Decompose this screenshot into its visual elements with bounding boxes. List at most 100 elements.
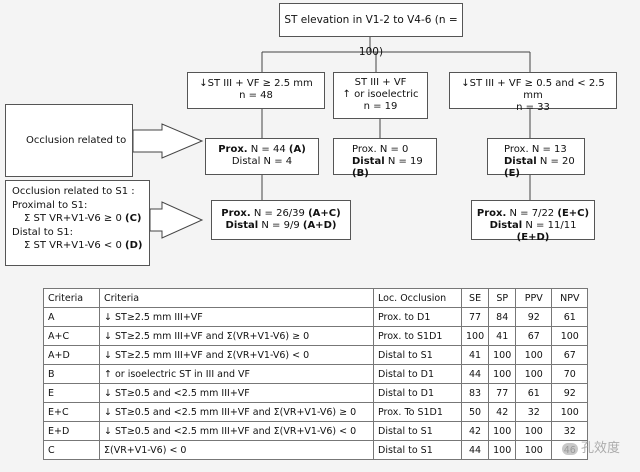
level3-left-distal-code: (A+D)	[302, 220, 337, 231]
level3-right-box: Prox. N = 7/22 (E+C) Distal N = 11/11 (E…	[471, 200, 595, 243]
cell-location: Prox. to S1D1	[373, 326, 462, 346]
level2-middle-distal-label: Distal	[352, 156, 385, 167]
level3-right-distal-value: N = 11/11	[525, 220, 577, 231]
cell-criteria: ↑ or isoelectric ST in III and VF	[99, 364, 374, 384]
table-row: B ↑ or isoelectric ST in III and VF Dist…	[43, 364, 589, 384]
cell-criteria: ↓ ST≥2.5 mm III+VF and Σ(VR+V1-V6) ≥ 0	[99, 326, 374, 346]
level2-middle-distal-value: N = 19	[387, 156, 423, 167]
level2-left-distal-label: Distal	[231, 156, 261, 167]
cell-ppv: 100	[515, 364, 553, 384]
cell-ppv: 100	[515, 421, 553, 441]
cell-code: A	[43, 307, 100, 327]
table-row: E+C ↓ ST≥0.5 and <2.5 mm III+VF and Σ(VR…	[43, 402, 589, 422]
cell-se: 83	[460, 383, 490, 403]
level3-right-distal-code: (E+D)	[516, 232, 550, 243]
table-row: E ↓ ST≥0.5 and <2.5 mm III+VF Distal to …	[43, 383, 589, 403]
cell-sp: 42	[488, 402, 517, 422]
table-header-row: Criteria Criteria Loc. Occlusion SE SP P…	[43, 288, 589, 308]
cell-criteria: ↓ ST≥2.5 mm III+VF and Σ(VR+V1-V6) < 0	[99, 345, 374, 365]
occlusion-d1-box: Occlusion related to D1	[5, 104, 133, 217]
cell-npv: 100	[551, 326, 589, 346]
table-row: A+D ↓ ST≥2.5 mm III+VF and Σ(VR+V1-V6) <…	[43, 345, 589, 365]
cell-sp: 100	[488, 364, 517, 384]
cell-location: Prox. To S1D1	[373, 402, 462, 422]
level1-middle-box: ST III + VF ↑ or isoelectric n = 19	[333, 72, 428, 119]
level2-right-prox-value: N = 13	[531, 144, 567, 155]
cell-ppv: 67	[515, 326, 553, 346]
proximal-formula: Σ ST VR+V1-V6 ≥ 0	[24, 213, 122, 224]
level1-middle-line2: ↑ or isoelectric	[342, 89, 419, 100]
proximal-code: (C)	[125, 213, 142, 224]
watermark: 孔效度	[561, 437, 620, 456]
root-title: ST elevation in V1-2 to V4-6 (n = 100)	[284, 14, 458, 58]
cell-npv: 61	[551, 307, 589, 327]
header-ppv: PPV	[515, 288, 553, 308]
cell-location: Distal to S1	[373, 440, 462, 460]
cell-location: Prox. to D1	[373, 307, 462, 327]
criteria-table: Criteria Criteria Loc. Occlusion SE SP P…	[43, 288, 589, 460]
cell-se: 42	[460, 421, 490, 441]
cell-sp: 100	[488, 440, 517, 460]
proximal-title: Proximal to S1:	[12, 199, 88, 211]
distal-formula: Σ ST VR+V1-V6 < 0	[24, 240, 122, 251]
cell-npv: 100	[551, 402, 589, 422]
level1-middle-line1: ST III + VF	[354, 77, 407, 88]
wechat-icon	[561, 442, 578, 455]
table-row: E+D ↓ ST≥0.5 and <2.5 mm III+VF and Σ(VR…	[43, 421, 589, 441]
level3-left-distal-value: N = 9/9	[261, 220, 300, 231]
root-box: ST elevation in V1-2 to V4-6 (n = 100)	[279, 3, 463, 58]
table-row: A+C ↓ ST≥2.5 mm III+VF and Σ(VR+V1-V6) ≥…	[43, 326, 589, 346]
level2-middle-distal-code: (B)	[352, 168, 369, 179]
level2-right-distal-label: Distal	[504, 156, 537, 167]
cell-se: 41	[460, 345, 490, 365]
cell-criteria: ↓ ST≥0.5 and <2.5 mm III+VF	[99, 383, 374, 403]
level3-right-prox-label: Prox.	[476, 208, 507, 219]
cell-se: 50	[460, 402, 490, 422]
cell-code: A+C	[43, 326, 100, 346]
cell-ppv: 61	[515, 383, 553, 403]
level2-right-prox-label: Prox.	[504, 144, 529, 155]
cell-location: Distal to D1	[373, 364, 462, 384]
watermark-text: 孔效度	[580, 441, 620, 456]
level1-left-box: ↓ST III + VF ≥ 2.5 mm n = 48	[187, 72, 325, 109]
header-criteria-code: Criteria	[43, 288, 100, 308]
cell-se: 77	[460, 307, 490, 327]
level3-left-prox-label: Prox.	[221, 208, 251, 219]
level1-right-line2: n = 33	[516, 102, 550, 113]
occlusion-s1-title: Occlusion related to S1 :	[12, 186, 135, 197]
arrow-s1	[149, 201, 204, 239]
header-se: SE	[460, 288, 490, 308]
cell-code: B	[43, 364, 100, 384]
level1-middle-line3: n = 19	[363, 101, 398, 112]
level2-left-prox-label: Prox.	[218, 144, 248, 155]
occlusion-s1-box: Occlusion related to S1 : Proximal to S1…	[5, 180, 150, 266]
level2-middle-prox-label: Prox.	[352, 144, 377, 155]
header-npv: NPV	[551, 288, 589, 308]
cell-npv: 92	[551, 383, 589, 403]
level1-right-box: ↓ST III + VF ≥ 0.5 and < 2.5 mm n = 33	[449, 72, 617, 113]
cell-code: E	[43, 383, 100, 403]
table-row: C Σ(VR+V1-V6) < 0 Distal to S1 44 100 10…	[43, 440, 589, 460]
cell-npv: 70	[551, 364, 589, 384]
cell-code: A+D	[43, 345, 100, 365]
level2-right-distal-value: N = 20	[539, 156, 575, 167]
level2-left-distal-value: N = 4	[263, 156, 293, 167]
cell-location: Distal to S1	[373, 421, 462, 441]
level3-left-prox-code: (A+C)	[308, 208, 341, 219]
cell-criteria: ↓ ST≥2.5 mm III+VF	[99, 307, 374, 327]
level3-right-prox-code: (E+C)	[557, 208, 590, 219]
cell-ppv: 100	[515, 345, 553, 365]
cell-location: Distal to D1	[373, 383, 462, 403]
table-row: A ↓ ST≥2.5 mm III+VF Prox. to D1 77 84 9…	[43, 307, 589, 327]
header-loc-occlusion: Loc. Occlusion	[373, 288, 462, 308]
cell-sp: 84	[488, 307, 517, 327]
level3-right-distal-label: Distal	[489, 220, 523, 231]
cell-criteria: Σ(VR+V1-V6) < 0	[99, 440, 374, 460]
cell-se: 100	[460, 326, 490, 346]
level2-middle-box: Prox. N = 0 Distal N = 19 (B)	[333, 138, 437, 179]
cell-sp: 100	[488, 345, 517, 365]
cell-location: Distal to S1	[373, 345, 462, 365]
level3-right-prox-value: N = 7/22	[509, 208, 555, 219]
cell-se: 44	[460, 440, 490, 460]
